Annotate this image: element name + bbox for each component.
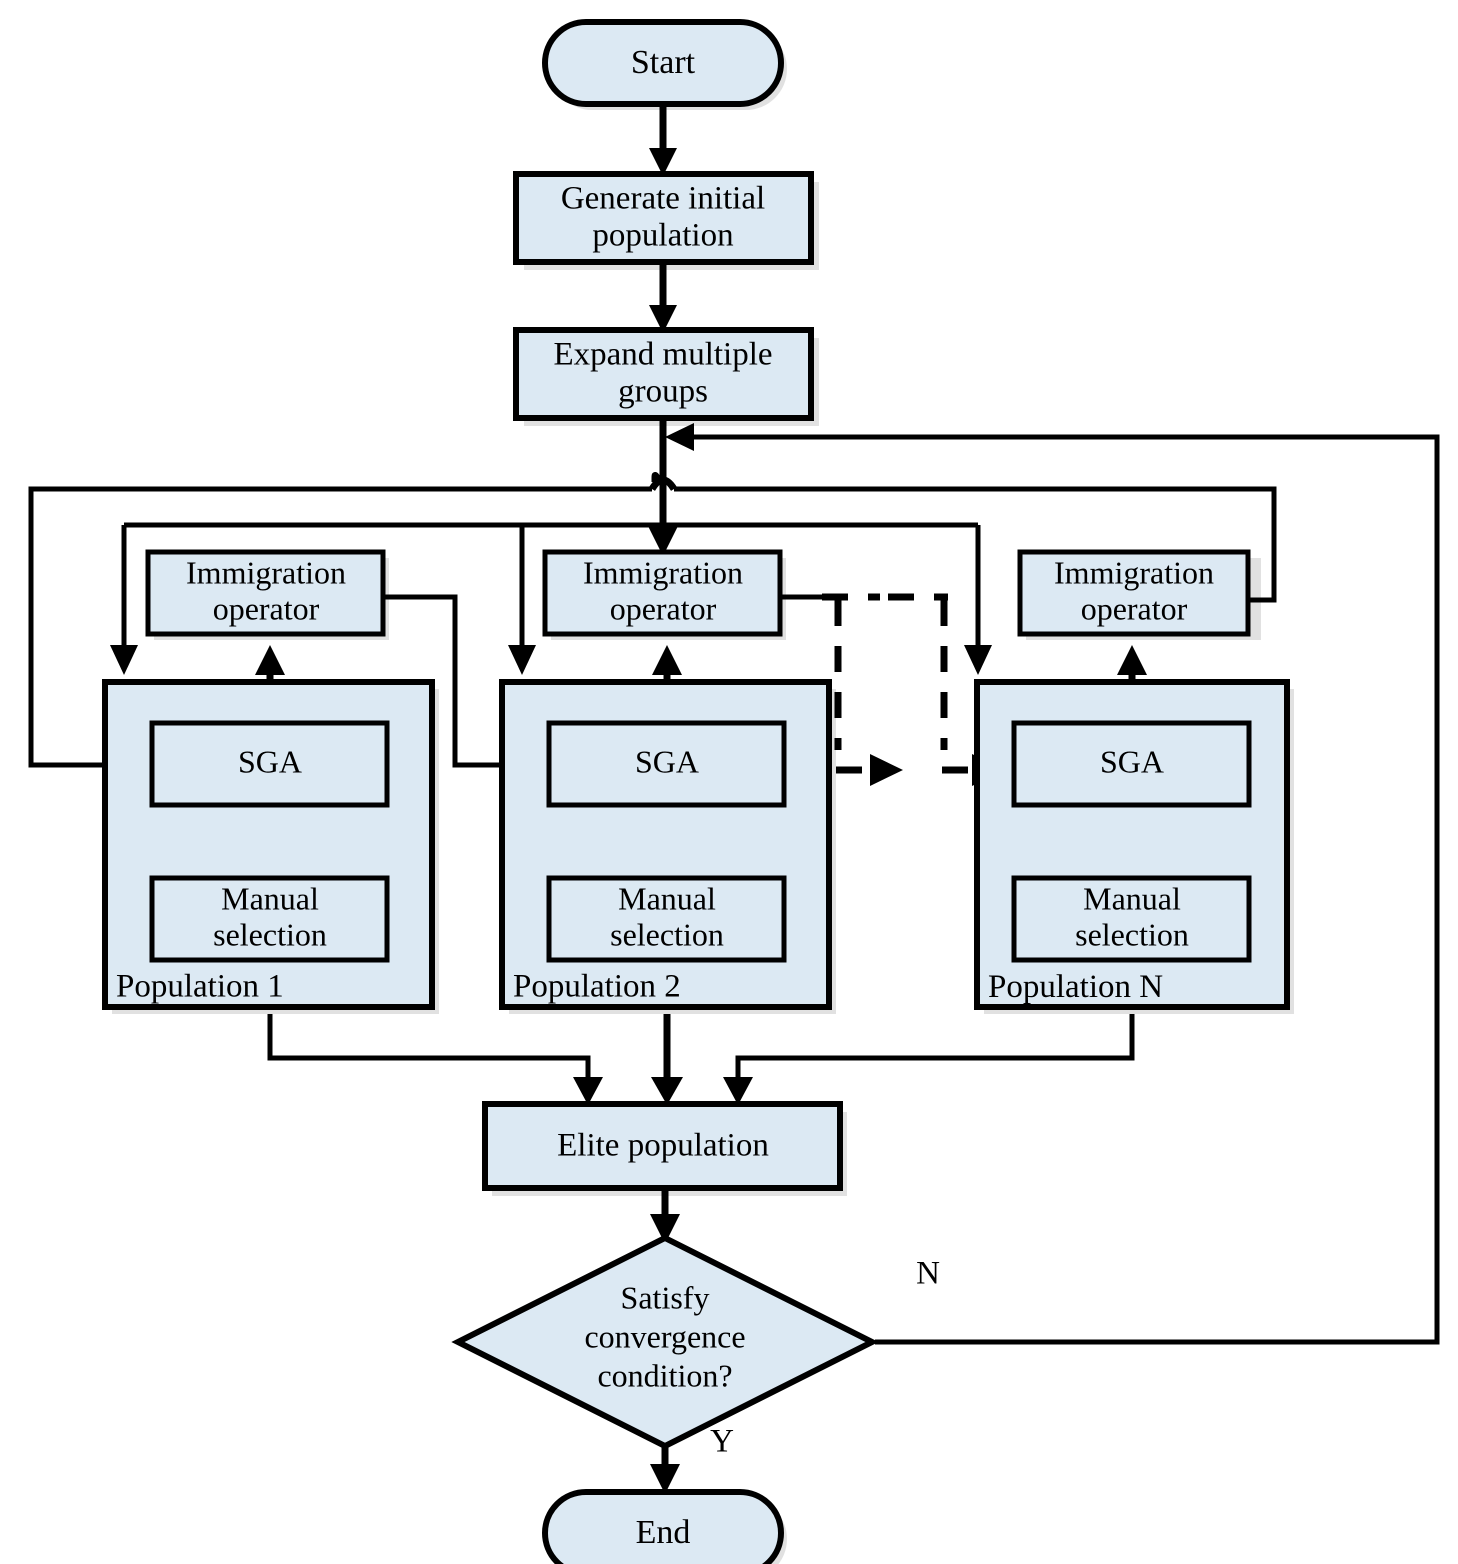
decision-yes-label: Y xyxy=(710,1424,734,1460)
manual-selection-1-label-line2: selection xyxy=(213,916,327,952)
start-node[interactable] xyxy=(542,19,784,107)
sga-1-label: SGA xyxy=(238,743,302,779)
elite-population-label: Elite population xyxy=(557,1128,769,1164)
population-n-caption-index: N xyxy=(1139,969,1163,1005)
arrowhead-elite-right xyxy=(723,1077,753,1105)
edge-expand-spine-jump xyxy=(649,476,677,491)
immigration-operator-n-label-line1: Immigration xyxy=(1054,554,1214,590)
immigration-operator-1-node[interactable] xyxy=(145,549,386,637)
expand-multiple-groups-node[interactable] xyxy=(513,327,814,421)
edge-imm1-to-sga2 xyxy=(382,594,542,768)
arrowhead-popn-top xyxy=(964,645,992,675)
arrowhead-immigration2-top xyxy=(648,526,678,556)
immigration-operator-2-label-line2: operator xyxy=(610,590,717,626)
arrowhead-elite-left xyxy=(573,1077,603,1105)
arrowhead-immn-bottom xyxy=(1117,645,1147,675)
start-label: Start xyxy=(631,44,696,81)
immigration-operator-2-label-line1: Immigration xyxy=(583,554,743,590)
expand-multiple-groups-label-line2: groups xyxy=(618,374,708,410)
arrowhead-generate-top xyxy=(649,148,677,176)
sga-2-label: SGA xyxy=(635,743,699,779)
manual-selection-n-label-line1: Manual xyxy=(1083,880,1181,916)
arrowhead-end-top xyxy=(650,1464,680,1494)
manual-selection-n-label-line2: selection xyxy=(1075,916,1189,952)
immigration-operator-n-node[interactable] xyxy=(1017,549,1251,637)
arrowhead-ellipsis-1 xyxy=(870,754,903,786)
arrowhead-decision-top xyxy=(650,1214,680,1244)
arrowhead-imm2-bottom xyxy=(652,645,682,675)
end-node[interactable] xyxy=(542,1489,784,1564)
sga-2-node[interactable] xyxy=(546,720,787,808)
population-n-caption-text: Population xyxy=(988,969,1131,1005)
immigration-operator-2-node[interactable] xyxy=(542,549,783,637)
sga-n-node[interactable] xyxy=(1011,720,1252,808)
manual-selection-2-node[interactable] xyxy=(546,875,787,963)
expand-multiple-groups-label-line1: Expand multiple xyxy=(553,337,772,373)
edge-no-feedback xyxy=(682,434,1440,1345)
sga-n-label: SGA xyxy=(1100,743,1164,779)
population-1-caption: Population 1 xyxy=(116,969,284,1005)
edge-pop1-to-elite xyxy=(267,1014,591,1088)
arrowhead-no-feedback xyxy=(665,423,694,451)
generate-initial-population-label-line1: Generate initial xyxy=(561,181,765,217)
edge-popn-to-elite xyxy=(735,1014,1135,1088)
manual-selection-2-label-line1: Manual xyxy=(618,880,716,916)
decision-no-label: N xyxy=(916,1256,940,1292)
elite-population-node[interactable] xyxy=(482,1101,843,1191)
generate-initial-population-node[interactable] xyxy=(513,171,814,265)
decision-label-line2: convergence xyxy=(584,1318,745,1354)
manual-selection-n-node[interactable] xyxy=(1011,875,1252,963)
node-layer: Start Generate initial population Expand… xyxy=(116,19,1252,1564)
end-label: End xyxy=(636,1514,691,1551)
arrowhead-pop2-top xyxy=(508,645,536,675)
edge-bus-outer-left xyxy=(28,486,652,768)
population-2-caption: Population 2 xyxy=(513,969,681,1005)
generate-initial-population-label-line2: population xyxy=(592,218,733,254)
immigration-operator-n-label-line2: operator xyxy=(1081,590,1188,626)
arrowhead-expand-top xyxy=(649,305,677,333)
manual-selection-1-label-line1: Manual xyxy=(221,880,319,916)
manual-selection-1-node[interactable] xyxy=(149,875,390,963)
decision-node[interactable] xyxy=(451,1234,879,1450)
sga-1-node[interactable] xyxy=(149,720,390,808)
arrowhead-pop1-top xyxy=(110,645,138,675)
arrowhead-elite-mid xyxy=(651,1077,683,1105)
population-n-caption: Population N xyxy=(988,969,1163,1005)
decision-label-line1: Satisfy xyxy=(621,1279,710,1315)
immigration-operator-1-label-line1: Immigration xyxy=(186,554,346,590)
manual-selection-2-label-line2: selection xyxy=(610,916,724,952)
decision-label-line3: condition? xyxy=(597,1357,732,1393)
arrowhead-imm1-bottom xyxy=(255,645,285,675)
immigration-operator-1-label-line2: operator xyxy=(213,590,320,626)
